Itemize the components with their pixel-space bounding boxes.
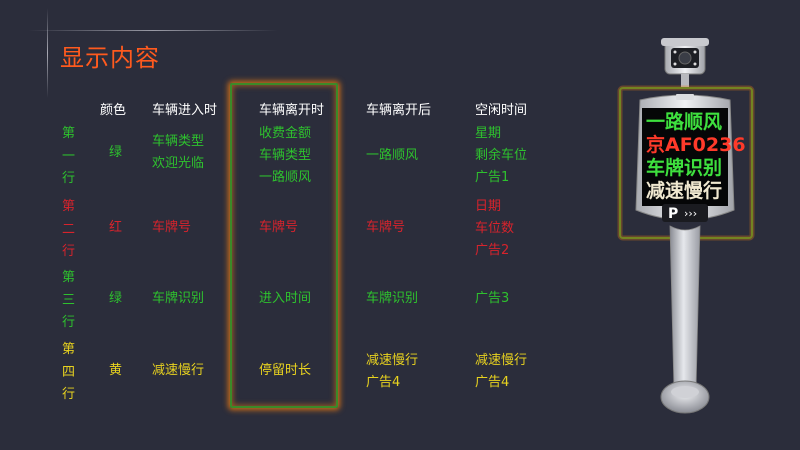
row-label-1: 第一行: [62, 126, 76, 186]
parking-p-icon: P: [668, 206, 678, 222]
arrow-icon: ›››: [684, 207, 697, 220]
led-line-2: 京AF0236: [646, 133, 746, 156]
highlight-frame-leave-column: [230, 83, 338, 408]
row-label-3: 第三行: [62, 270, 76, 330]
row1-color-name: 绿: [109, 145, 123, 160]
row1-idle: 星期剩余车位广告1: [475, 126, 528, 185]
header-enter: 车辆进入时: [152, 103, 218, 118]
page-title: 显示内容: [60, 44, 160, 72]
row1-enter: 车辆类型欢迎光临: [152, 134, 205, 171]
led-line-4: 减速慢行: [646, 179, 722, 202]
row2-idle: 日期车位数广告2: [475, 199, 515, 258]
row3-enter: 车牌识别: [152, 291, 205, 306]
led-line-3: 车牌识别: [646, 156, 722, 179]
row1-leave: 收费金额车辆类型一路顺风: [259, 126, 312, 185]
parking-display-device: 一路顺风 京AF0236 车牌识别 减速慢行 P ›››: [617, 38, 755, 414]
decorative-horizontal-line: [28, 30, 278, 31]
led-screen: [642, 108, 728, 206]
row4-leave: 停留时长: [259, 363, 312, 378]
row2-after: 车牌号: [366, 220, 406, 235]
header-after: 车辆离开后: [366, 103, 432, 118]
row2-color-name: 红: [109, 220, 123, 235]
row4-color-name: 黄: [109, 363, 123, 378]
row4-idle: 减速慢行广告4: [475, 353, 528, 390]
row4-enter: 减速慢行: [152, 363, 205, 378]
header-color: 颜色: [100, 103, 127, 118]
decorative-vertical-line: [47, 8, 48, 98]
row3-leave: 进入时间: [259, 291, 312, 306]
row2-leave: 车牌号: [259, 220, 299, 235]
row1-after: 一路顺风: [366, 148, 419, 163]
row3-idle: 广告3: [475, 291, 510, 306]
led-line-1: 一路顺风: [646, 110, 722, 133]
row3-after: 车牌识别: [366, 291, 419, 306]
camera-icon: [661, 38, 709, 88]
row-label-4: 第四行: [62, 342, 76, 402]
header-leave: 车辆离开时: [259, 103, 325, 118]
row2-enter: 车牌号: [152, 220, 192, 235]
row4-after: 减速慢行广告4: [366, 353, 419, 390]
row-label-2: 第二行: [62, 199, 76, 259]
header-idle: 空闲时间: [475, 103, 528, 118]
row3-color-name: 绿: [109, 291, 123, 306]
